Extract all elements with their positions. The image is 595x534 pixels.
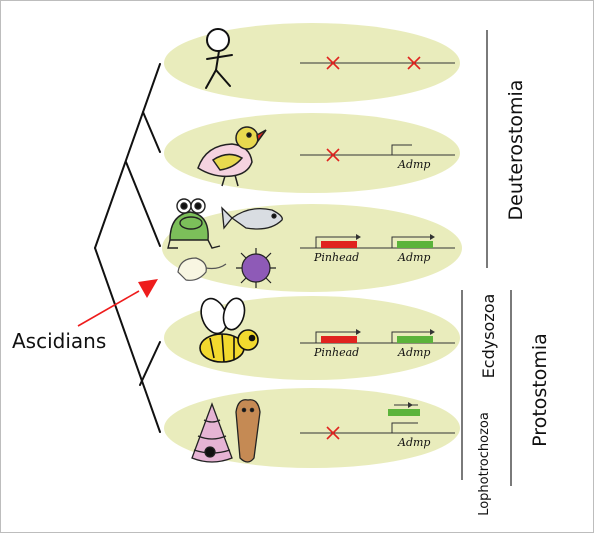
- gene-track-row-1: [300, 56, 455, 70]
- label-lophotrochozoa: Lophotrochozoa: [477, 412, 492, 516]
- clade-brackets: [461, 30, 512, 486]
- loss-x-stroke: [326, 148, 340, 162]
- pinhead-gene: [321, 336, 357, 343]
- admp-promoter: [391, 422, 418, 433]
- flatworm-icon: [235, 399, 261, 463]
- admp-gene: [397, 241, 433, 248]
- ascidians-arrow-head: [138, 279, 158, 298]
- admp-promoter: [391, 331, 430, 343]
- admp-promoter-arrow: [430, 234, 435, 240]
- admp-label: Admp: [397, 251, 430, 264]
- admp-gene: [388, 409, 420, 416]
- label-protostomia: Protostomia: [529, 333, 551, 447]
- tree-branch-frog: [125, 161, 161, 247]
- admp-label: Admp: [397, 346, 430, 359]
- admp-gene: [397, 336, 433, 343]
- label-ecdysozoa: Ecdysozoa: [479, 294, 498, 379]
- pinhead-loss-x: [326, 148, 340, 162]
- pinhead-promoter: [315, 236, 356, 248]
- gene-track-row-5: Admp: [300, 402, 455, 449]
- admp-promoter: [391, 236, 430, 248]
- pinhead-promoter-arrow: [356, 234, 361, 240]
- fish-icon: [221, 206, 283, 230]
- frog-icon: [167, 198, 221, 249]
- pinhead-loss-x: [326, 426, 340, 440]
- tree-branch-bee: [139, 341, 161, 386]
- bird-icon: [197, 126, 267, 187]
- admp-promoter-arrow: [430, 329, 435, 335]
- pinhead-loss-x: [326, 56, 340, 70]
- pinhead-label: Pinhead: [313, 251, 359, 264]
- admp-label: Admp: [397, 436, 430, 449]
- snail-icon: [191, 402, 233, 463]
- admp-loss-x: [407, 56, 421, 70]
- loss-x-stroke: [326, 56, 340, 70]
- phylogenetic-tree: [94, 63, 161, 433]
- sea-urchin-icon: [236, 248, 276, 288]
- bee-icon: [199, 297, 259, 363]
- tree-branch-bird: [142, 111, 161, 153]
- admp-promoter: [391, 144, 412, 155]
- ascidians-arrow-line: [77, 290, 140, 327]
- tree-branch-proto: [94, 247, 161, 433]
- gene-track-row-2: Admp: [300, 144, 455, 171]
- gene-track-row-4: Pinhead Admp: [300, 329, 455, 359]
- label-deuterostomia: Deuterostomia: [505, 80, 527, 221]
- pinhead-promoter: [315, 331, 356, 343]
- human-icon: [205, 28, 233, 89]
- pinhead-promoter-arrow: [356, 329, 361, 335]
- ascidian-icon: [177, 257, 227, 281]
- loss-x-stroke: [326, 426, 340, 440]
- pinhead-label: Pinhead: [313, 346, 359, 359]
- admp-promoter-arrow: [408, 402, 413, 408]
- label-ascidians: Ascidians: [12, 329, 106, 353]
- pinhead-gene: [321, 241, 357, 248]
- tree-branch-deutero: [94, 63, 161, 249]
- loss-x-stroke: [407, 56, 421, 70]
- gene-track-row-3: Pinhead Admp: [300, 234, 455, 264]
- admp-label: Admp: [397, 158, 430, 171]
